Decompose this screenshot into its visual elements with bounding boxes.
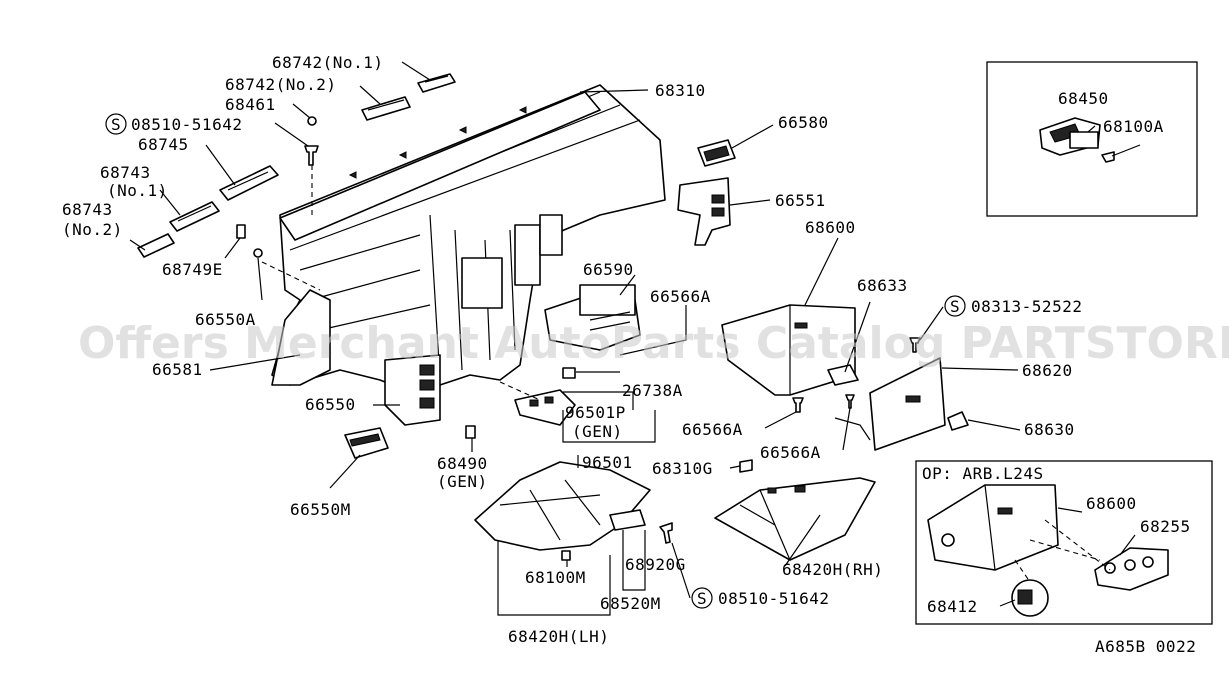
- label-68630: 68630: [1024, 420, 1075, 439]
- bracket-68255[interactable]: [1094, 547, 1169, 591]
- grille-68743-no2[interactable]: [137, 233, 175, 258]
- option-box-title: OP: ARB.L24S: [922, 464, 1044, 483]
- label-68450: 68450: [1058, 89, 1109, 108]
- hook-68630[interactable]: [947, 411, 969, 431]
- label-66550a: 66550A: [195, 310, 256, 329]
- side-panel-66581[interactable]: [271, 289, 331, 386]
- screw-68100a[interactable]: [1101, 151, 1115, 163]
- fastener-66566a-right[interactable]: [834, 394, 871, 441]
- clip-68490[interactable]: [465, 425, 476, 439]
- label-66581: 66581: [152, 360, 203, 379]
- label-68743-no2-sub: (No.2): [62, 220, 123, 239]
- holder-96501p[interactable]: [514, 389, 576, 426]
- switch-66580[interactable]: [697, 139, 736, 167]
- label-68600-op: 68600: [1086, 494, 1137, 513]
- clip-68749e[interactable]: [236, 224, 246, 239]
- diagram-code: A685B 0022: [1095, 637, 1196, 656]
- label-96501: 96501: [582, 453, 633, 472]
- clip-68461[interactable]: [307, 116, 317, 126]
- grille-68742-no2[interactable]: [361, 96, 411, 121]
- watermark-text: Offers Merchant AutoParts Catalog PARTST…: [78, 318, 1229, 369]
- label-68255: 68255: [1140, 517, 1191, 536]
- clip-68310g[interactable]: [739, 459, 753, 473]
- fastener-66566a[interactable]: [792, 397, 804, 413]
- part-labels: 68742(No.1) 68742(No.2) 68461 S 08510-51…: [62, 53, 1196, 656]
- label-68310g: 68310G: [652, 459, 713, 478]
- screw-08510-51642-lower[interactable]: [659, 522, 673, 544]
- label-66566a-upper: 66566A: [650, 287, 711, 306]
- label-68743-no1: 68743: [100, 163, 151, 182]
- s-mark-icon: S: [691, 587, 713, 609]
- label-68412: 68412: [927, 597, 978, 616]
- label-26738a: 26738A: [622, 381, 683, 400]
- label-66550m: 66550M: [290, 500, 351, 519]
- label-68742-no2: 68742(No.2): [225, 75, 336, 94]
- label-68490: 68490: [437, 454, 488, 473]
- latch-68633[interactable]: [827, 364, 859, 386]
- label-68743-no1-sub: (No.1): [107, 181, 168, 200]
- label-68920g: 68920G: [625, 555, 686, 574]
- ashtray-68450[interactable]: [1039, 117, 1101, 156]
- svg-text:S: S: [111, 115, 121, 134]
- label-96501p-gen: (GEN): [572, 422, 623, 441]
- bracket-66590[interactable]: [544, 284, 641, 351]
- label-68310: 68310: [655, 81, 706, 100]
- label-66590: 66590: [583, 260, 634, 279]
- clip-68100m[interactable]: [561, 550, 571, 561]
- s-mark-icon: S: [105, 113, 127, 135]
- label-68520m: 68520M: [600, 594, 661, 613]
- label-08313-52522: 08313-52522: [971, 297, 1082, 316]
- glove-box-68600-op[interactable]: [927, 484, 1059, 571]
- lower-cover-68420h-lh[interactable]: [474, 461, 651, 551]
- svg-text:S: S: [950, 297, 960, 316]
- screw-08313-52522[interactable]: [909, 337, 921, 353]
- label-68743-no2: 68743: [62, 200, 113, 219]
- screw-08510-51642-upper[interactable]: [304, 145, 319, 166]
- label-66550: 66550: [305, 395, 356, 414]
- label-66566a-lower: 66566A: [760, 443, 821, 462]
- grille-68743-no1[interactable]: [169, 201, 220, 232]
- clip-66550a[interactable]: [253, 248, 263, 258]
- label-08510-51642-upper: 08510-51642: [131, 115, 242, 134]
- label-68100m: 68100M: [525, 568, 586, 587]
- label-68100a: 68100A: [1103, 117, 1164, 136]
- label-68490-gen: (GEN): [437, 472, 488, 491]
- label-68600: 68600: [805, 218, 856, 237]
- label-68742-no1: 68742(No.1): [272, 53, 383, 72]
- grille-68745[interactable]: [219, 165, 279, 201]
- label-68749e: 68749E: [162, 260, 223, 279]
- svg-text:S: S: [697, 589, 707, 608]
- lid-68620[interactable]: [869, 357, 946, 451]
- label-68620: 68620: [1022, 361, 1073, 380]
- label-66551: 66551: [775, 191, 826, 210]
- label-08510-51642-lower: 08510-51642: [718, 589, 829, 608]
- grille-68742-no1[interactable]: [417, 73, 456, 93]
- label-66580: 66580: [778, 113, 829, 132]
- label-68633: 68633: [857, 276, 908, 295]
- bracket-66551[interactable]: [677, 177, 731, 246]
- bulb-26738a[interactable]: [562, 367, 576, 379]
- s-mark-icon: S: [944, 295, 966, 317]
- lower-cover-68420h-rh[interactable]: [714, 477, 876, 561]
- knob-68412[interactable]: [1011, 579, 1049, 617]
- label-68420h-lh: 68420H(LH): [508, 627, 609, 646]
- label-96501p: 96501P: [565, 403, 626, 422]
- switch-panel-66550[interactable]: [384, 354, 441, 426]
- label-68745: 68745: [138, 135, 189, 154]
- option-box: [915, 460, 1213, 625]
- label-68420h-rh: 68420H(RH): [782, 560, 883, 579]
- label-68461: 68461: [225, 95, 276, 114]
- inset-box-68450: [986, 61, 1198, 217]
- label-66566a-mid: 66566A: [682, 420, 743, 439]
- instrument-panel-68310[interactable]: [271, 84, 666, 401]
- leader-lines: [129, 61, 1141, 616]
- glove-box-68600[interactable]: [721, 304, 856, 396]
- switch-66550m[interactable]: [344, 427, 389, 459]
